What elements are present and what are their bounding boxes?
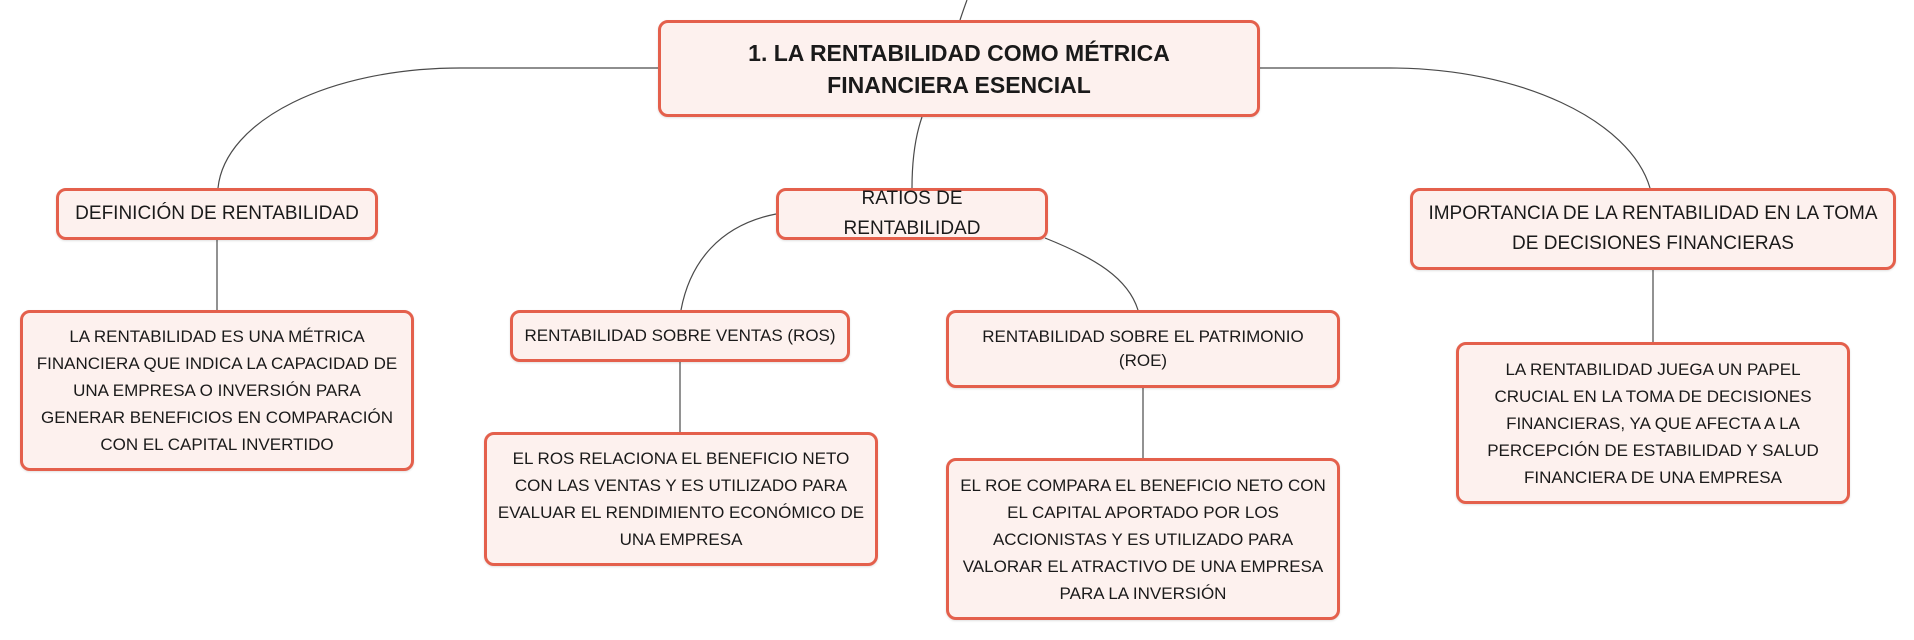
topic-definicion[interactable]: DEFINICIÓN DE RENTABILIDAD bbox=[56, 188, 378, 240]
connector-ratios-ros bbox=[680, 213, 777, 311]
detail-ros[interactable]: EL ROS RELACIONA EL BENEFICIO NETO CON L… bbox=[484, 432, 878, 566]
connector-root-parent bbox=[959, 0, 968, 21]
subtopic-roe-label: RENTABILIDAD SOBRE EL PATRIMONIO (ROE) bbox=[982, 327, 1304, 370]
root-topic-label: 1. LA RENTABILIDAD COMO MÉTRICA FINANCIE… bbox=[748, 39, 1170, 98]
connector-ratios-roe bbox=[1044, 237, 1139, 311]
subtopic-ros[interactable]: RENTABILIDAD SOBRE VENTAS (ROS) bbox=[510, 310, 850, 362]
detail-definicion[interactable]: LA RENTABILIDAD ES UNA MÉTRICA FINANCIER… bbox=[20, 310, 414, 471]
detail-definicion-text: LA RENTABILIDAD ES UNA MÉTRICA FINANCIER… bbox=[36, 327, 398, 454]
detail-roe-text: EL ROE COMPARA EL BENEFICIO NETO CON EL … bbox=[960, 475, 1326, 603]
detail-importancia-text: LA RENTABILIDAD JUEGA UN PAPEL CRUCIAL E… bbox=[1487, 359, 1819, 487]
detail-importancia[interactable]: LA RENTABILIDAD JUEGA UN PAPEL CRUCIAL E… bbox=[1456, 342, 1850, 504]
topic-importancia[interactable]: IMPORTANCIA DE LA RENTABILIDAD EN LA TOM… bbox=[1410, 188, 1896, 270]
topic-importancia-label: IMPORTANCIA DE LA RENTABILIDAD EN LA TOM… bbox=[1428, 203, 1878, 254]
connector-root-importancia bbox=[1260, 67, 1651, 189]
connector-root-ratios bbox=[911, 116, 923, 189]
subtopic-roe[interactable]: RENTABILIDAD SOBRE EL PATRIMONIO (ROE) bbox=[946, 310, 1340, 388]
subtopic-ros-label: RENTABILIDAD SOBRE VENTAS (ROS) bbox=[524, 326, 836, 345]
topic-ratios[interactable]: RATIOS DE RENTABILIDAD bbox=[776, 188, 1048, 240]
topic-definicion-label: DEFINICIÓN DE RENTABILIDAD bbox=[75, 203, 359, 224]
topic-ratios-label: RATIOS DE RENTABILIDAD bbox=[843, 188, 981, 239]
detail-roe[interactable]: EL ROE COMPARA EL BENEFICIO NETO CON EL … bbox=[946, 458, 1340, 620]
detail-ros-text: EL ROS RELACIONA EL BENEFICIO NETO CON L… bbox=[497, 449, 865, 549]
connector-root-definicion bbox=[217, 67, 658, 189]
root-topic[interactable]: 1. LA RENTABILIDAD COMO MÉTRICA FINANCIE… bbox=[658, 20, 1260, 117]
